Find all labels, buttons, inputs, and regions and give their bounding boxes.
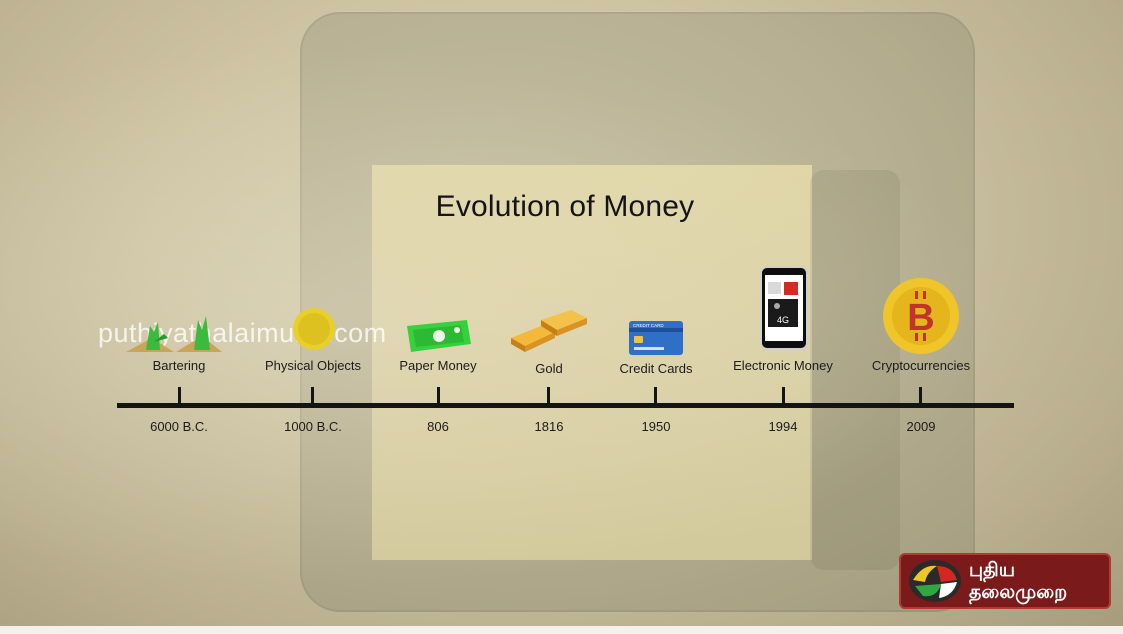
- bitcoin-icon: B: [883, 278, 959, 354]
- smartphone-icon: 4G: [760, 266, 808, 350]
- paper-money-icon: [407, 320, 471, 352]
- credit-card-text: CREDIT CARD: [633, 323, 664, 328]
- channel-logo: புதிய தலைமுறை: [899, 553, 1111, 609]
- atm-screen-background: [372, 165, 812, 560]
- event-label-gold: Gold: [535, 361, 563, 376]
- timeline-tick: [178, 387, 181, 405]
- event-year-credit-cards: 1950: [641, 419, 671, 434]
- event-label-cryptocurrencies: Cryptocurrencies: [871, 358, 971, 373]
- timeline-tick: [311, 387, 314, 405]
- timeline-tick: [547, 387, 550, 405]
- timeline-tick: [919, 387, 922, 405]
- event-year-bartering: 6000 B.C.: [150, 419, 208, 434]
- bitcoin-symbol: B: [907, 297, 934, 339]
- event-year-paper-money: 806: [427, 419, 449, 434]
- event-label-bartering: Bartering: [152, 358, 206, 373]
- gold-bars-icon: [511, 310, 587, 352]
- event-year-gold: 1816: [534, 419, 564, 434]
- bottom-edge: [0, 626, 1123, 634]
- timeline-tick: [782, 387, 785, 405]
- logo-emblem-icon: [909, 560, 961, 602]
- phone-4g-text: 4G: [777, 315, 789, 325]
- diagram-title: Evolution of Money: [435, 190, 695, 223]
- logo-text-line1: புதிய: [969, 559, 1015, 581]
- timeline-tick: [437, 387, 440, 405]
- logo-text-line2: தலைமுறை: [969, 581, 1068, 603]
- timeline-axis: [117, 403, 1014, 408]
- credit-card-icon: CREDIT CARD: [629, 321, 683, 355]
- timeline-tick: [654, 387, 657, 405]
- event-year-electronic-money: 1994: [768, 419, 798, 434]
- event-label-paper-money: Paper Money: [399, 358, 477, 373]
- event-label-electronic-money: Electronic Money: [733, 358, 833, 373]
- physical-objects-icon: [293, 308, 335, 350]
- bartering-icon: [126, 316, 222, 352]
- atm-keypad-background: [810, 170, 900, 570]
- event-label-physical-objects: Physical Objects: [264, 358, 362, 373]
- event-year-physical-objects: 1000 B.C.: [284, 419, 342, 434]
- event-year-cryptocurrencies: 2009: [906, 419, 936, 434]
- event-label-credit-cards: Credit Cards: [619, 361, 693, 376]
